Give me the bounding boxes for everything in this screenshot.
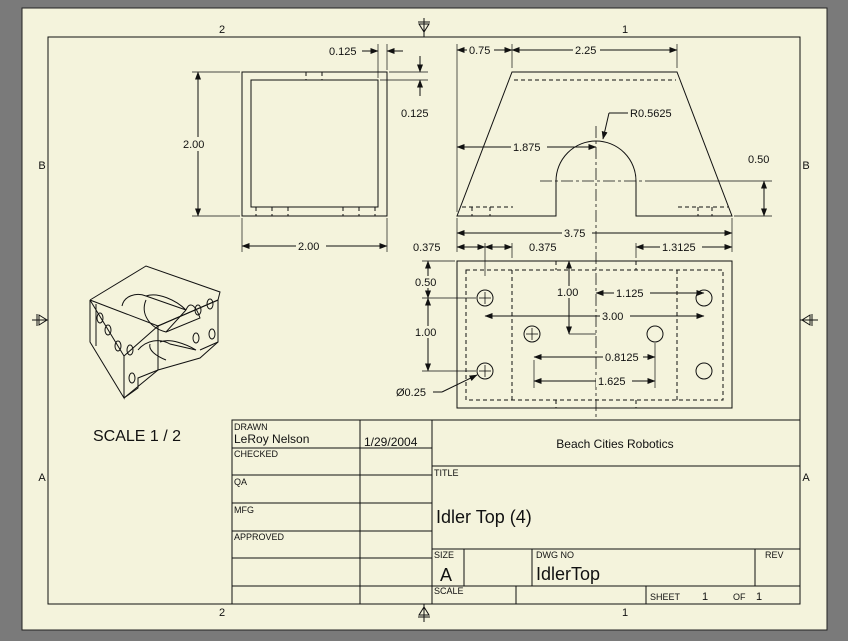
dim-wall-side: 0.125 [401,108,429,120]
drawn-by: LeRoy Nelson [234,432,309,446]
title-block-text: DRAWN LeRoy Nelson 1/29/2004 CHECKED QA … [234,422,784,603]
hole-bottom-right [695,362,713,380]
dim-hole-offset-b: 1.625 [598,376,626,388]
checked-label: CHECKED [234,449,279,459]
zone-top-1: 1 [622,24,628,36]
scale-label: SCALE [434,586,464,596]
zone-right-b: B [802,160,809,172]
dim-hole-x-left2: 0.375 [529,242,557,254]
dim-wall-top: 0.125 [329,46,357,58]
dim-top-width: 2.25 [575,45,596,57]
title-label: TITLE [434,468,459,478]
company-name: Beach Cities Robotics [556,437,673,451]
side-view-dimensions: 0.75 2.25 R0.5625 1.875 0.50 3.75 [467,44,769,240]
dim-hole-x-right: 1.3125 [662,242,696,254]
dim-hole-x-left: 0.375 [413,242,441,254]
size-value: A [440,565,452,585]
zone-markers: 2 1 2 1 B A B A [38,24,810,619]
dim-arch-center-x: 1.875 [513,142,541,154]
dim-top-offset: 0.75 [469,45,490,57]
center-markers [32,18,818,622]
drawing-title: Idler Top (4) [436,507,532,527]
hole-top-left [476,289,494,307]
center-mark-bottom-icon [418,604,430,622]
mfg-label: MFG [234,505,254,515]
front-view-dimensions: 0.125 0.125 2.00 2.00 [181,46,429,253]
dim-front-height: 2.00 [183,139,204,151]
drawn-label: DRAWN [234,422,268,432]
dim-center-hole-x: 1.125 [616,288,644,300]
center-mark-right-icon [800,314,818,326]
hole-center-right [646,325,664,343]
of-label: OF [733,592,746,602]
center-mark-left-icon [32,314,48,326]
side-view [456,44,772,420]
zone-bottom-2: 2 [219,607,225,619]
zone-left-a: A [38,472,46,484]
hole-bottom-left [476,362,494,380]
zone-top-2: 2 [219,24,225,36]
qa-label: QA [234,477,247,487]
dwg-no-label: DWG NO [536,550,574,560]
dim-hole-spacing-y: 1.00 [415,327,436,339]
zone-right-a: A [802,472,810,484]
approved-label: APPROVED [234,532,285,542]
dwg-no-value: IdlerTop [536,564,600,584]
isometric-view [89,265,221,400]
sheet-total: 1 [756,591,762,603]
dim-radius: R0.5625 [630,108,672,120]
hole-center-left [523,325,541,343]
dim-hole-diameter: Ø0.25 [396,387,426,399]
paper [21,7,828,631]
sheet-number: 1 [702,591,708,603]
zone-bottom-1: 1 [622,607,628,619]
dim-center-hole-y: 1.00 [557,287,578,299]
dim-hole-span: 3.00 [602,311,623,323]
top-view-dimensions: 0.375 0.375 1.3125 0.50 1.00 1.00 1.125 … [396,241,702,399]
dim-hole-y-top: 0.50 [415,277,436,289]
zone-left-b: B [38,160,45,172]
sheet-label: SHEET [650,592,681,602]
dim-hole-offset-a: 0.8125 [605,352,639,364]
drawn-date: 1/29/2004 [364,435,418,449]
dim-overall-width: 3.75 [564,228,585,240]
center-mark-top-icon [418,18,430,37]
dim-front-width: 2.00 [298,241,319,253]
rev-label: REV [765,550,784,560]
size-label: SIZE [434,550,454,560]
scale-note: SCALE 1 / 2 [93,428,181,445]
dim-arch-center-y: 0.50 [748,154,769,166]
title-block [231,419,801,605]
